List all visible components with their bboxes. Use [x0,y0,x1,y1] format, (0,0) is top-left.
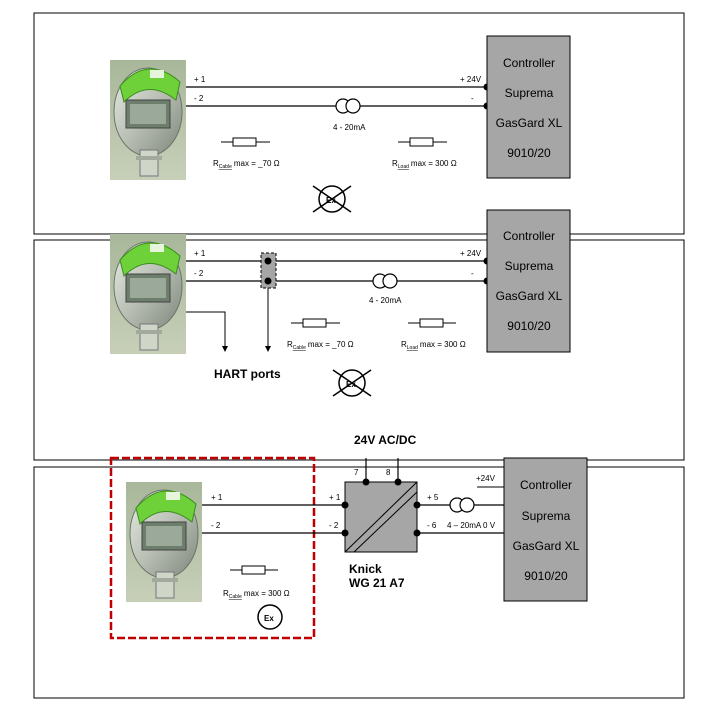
isolator-in-plus-label: + 1 [329,493,341,502]
resistor-cable-icon [221,137,270,147]
panel-3-frame [33,466,685,699]
power-supply-label: 24V AC/DC [354,433,417,447]
supply-plus-label: +24V [476,474,496,483]
isolator-name: Knick [349,562,382,576]
pin-plus-label: + 1 [194,75,206,84]
controller-number: 9010/20 [507,319,551,333]
ex-approved-icon: Ex [257,604,283,630]
gas-sensor-image [109,233,187,355]
controller-model: Suprema [505,259,554,273]
controller-box [486,35,571,179]
controller-number: 9010/20 [507,146,551,160]
controller-label: Controller [520,478,572,492]
resistor-cable-icon [291,318,340,328]
pin-minus-label: - 2 [211,521,221,530]
pin-plus-label: + 1 [194,249,206,258]
gas-sensor-image [125,481,203,603]
resistor-load-icon [408,318,456,328]
svg-text:Ex: Ex [326,196,336,205]
controller-model: Suprema [522,509,571,523]
power-pin-label: 7 [354,468,359,477]
current-source-icon [372,273,398,289]
current-label: 4 – 20mA 0 V [447,521,496,530]
current-source-icon [449,497,475,513]
terminal-dot [341,501,349,509]
hazardous-area-frame [109,456,316,640]
ex-not-approved-icon: Ex [312,185,352,213]
svg-text:Ex: Ex [346,380,356,389]
svg-text:Ex: Ex [264,614,274,623]
current-label: 4 - 20mA [369,296,402,305]
pin-plus-label: + 1 [211,493,223,502]
controller-label: Controller [503,56,555,70]
resistor-cable-icon [230,565,278,575]
supply-minus-label: - [471,94,474,103]
panel-2-frame [33,239,685,461]
isolator-out-plus-label: + 5 [427,493,439,502]
isolator-out-minus-label: - 6 [427,521,437,530]
resistor-load-icon [398,137,447,147]
current-source-icon [335,98,361,114]
pin-minus-label: - 2 [194,269,204,278]
controller-model: Suprema [505,86,554,100]
isolator-in-minus-label: - 2 [329,521,339,530]
hart-ports-label: HART ports [214,367,281,381]
panel-1-frame [33,12,685,235]
controller-box [503,457,588,602]
gas-sensor-image [109,59,187,181]
controller-series: GasGard XL [496,116,563,130]
controller-box [486,209,571,353]
ex-not-approved-icon: Ex [332,369,372,397]
panel-hart-connection: + 1 - 2 + 24V - 4 - 20mA HART ports RCab… [33,209,685,461]
controller-series: GasGard XL [513,539,580,553]
supply-minus-label: - [471,269,474,278]
controller-label: Controller [503,229,555,243]
terminal-dot [341,529,349,537]
isolator-box [344,481,418,553]
power-pin-label: 8 [386,468,391,477]
hart-tap-icon [186,252,277,352]
isolator-model: WG 21 A7 [349,576,405,590]
supply-plus-label: + 24V [460,249,482,258]
pin-minus-label: - 2 [194,94,204,103]
controller-number: 9010/20 [524,569,568,583]
supply-plus-label: + 24V [460,75,482,84]
controller-series: GasGard XL [496,289,563,303]
current-label: 4 - 20mA [333,123,366,132]
